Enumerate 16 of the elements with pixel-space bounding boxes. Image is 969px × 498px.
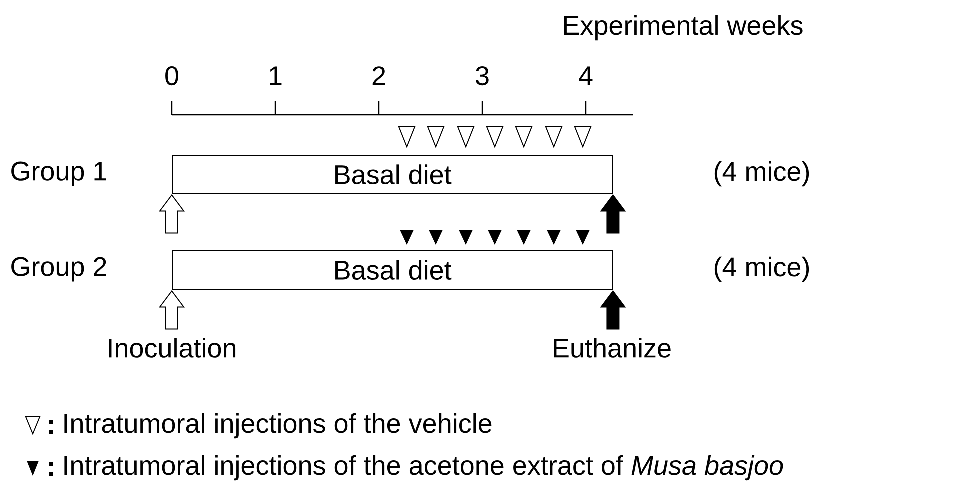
event-label: Euthanize	[554, 338, 671, 358]
diet-bar: Basal diet	[172, 250, 614, 290]
diet-bar: Basal diet	[172, 155, 614, 194]
tick-label: 1	[270, 66, 282, 86]
event-label: Inoculation	[109, 338, 236, 358]
axis-title: Experimental weeks	[564, 15, 803, 41]
tick-label: 2	[372, 66, 386, 86]
mice-count: (4 mice)	[714, 256, 810, 282]
legend-text: Intratumoral injections of the vehicle	[64, 413, 492, 439]
tick-label: 0	[166, 66, 178, 86]
group-label: Group 2	[12, 257, 106, 282]
tick-label: 3	[476, 66, 489, 86]
legend-text: Intratumoral injections of the acetone extract of Musa basjoo	[64, 455, 784, 481]
mice-count: (4 mice)	[714, 161, 810, 187]
group-label: Group 1	[12, 162, 106, 186]
tick-label: 4	[579, 66, 593, 86]
